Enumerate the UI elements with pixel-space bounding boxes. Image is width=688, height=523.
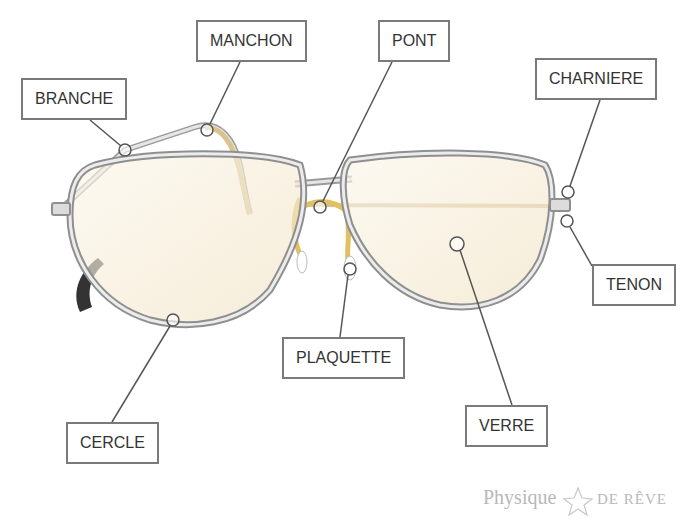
watermark-ornament	[564, 488, 592, 515]
leader-line	[112, 326, 170, 422]
marker-dot	[314, 201, 326, 213]
part-label-box: BRANCHE	[21, 78, 127, 120]
nose-pad	[344, 256, 356, 280]
marker-dot	[167, 314, 179, 326]
leader-line	[460, 250, 512, 405]
part-label-box: PLAQUETTE	[282, 337, 405, 379]
part-name: VERRE	[479, 417, 534, 435]
markers	[119, 124, 574, 326]
marker-dot	[201, 124, 213, 136]
watermark: DE RÊVE	[597, 491, 667, 508]
leader-line	[323, 62, 392, 201]
part-label-box: CERCLE	[66, 422, 159, 464]
part-name: PLAQUETTE	[296, 349, 391, 367]
right-rim	[343, 153, 552, 307]
leader-line	[570, 100, 600, 186]
part-name: PONT	[392, 32, 436, 50]
watermark: Physique	[483, 486, 556, 509]
leader-lines	[90, 62, 600, 422]
part-name: CERCLE	[80, 434, 145, 452]
part-name: MANCHON	[210, 32, 293, 50]
marker-dot	[450, 237, 464, 251]
left-hinge	[52, 203, 70, 215]
right-hinge	[550, 199, 570, 211]
leader-line	[90, 120, 121, 146]
part-label-box: MANCHON	[196, 20, 307, 62]
part-label-box: VERRE	[465, 405, 548, 447]
marker-dot	[561, 215, 573, 227]
leader-line	[570, 227, 592, 266]
part-name: TENON	[606, 276, 662, 294]
part-label-box: CHARNIERE	[535, 58, 657, 100]
marker-dot	[344, 263, 356, 275]
left-lens	[70, 154, 304, 325]
nose-pad	[297, 251, 307, 273]
leader-line	[340, 275, 348, 337]
leader-line	[210, 62, 240, 124]
marker-dot	[119, 144, 131, 156]
part-label-box: TENON	[592, 264, 676, 306]
part-label-box: PONT	[378, 20, 450, 62]
part-name: BRANCHE	[35, 90, 113, 108]
right-lens	[343, 153, 552, 307]
left-rim	[70, 154, 304, 325]
marker-dot	[562, 186, 574, 198]
part-name: CHARNIERE	[549, 70, 643, 88]
